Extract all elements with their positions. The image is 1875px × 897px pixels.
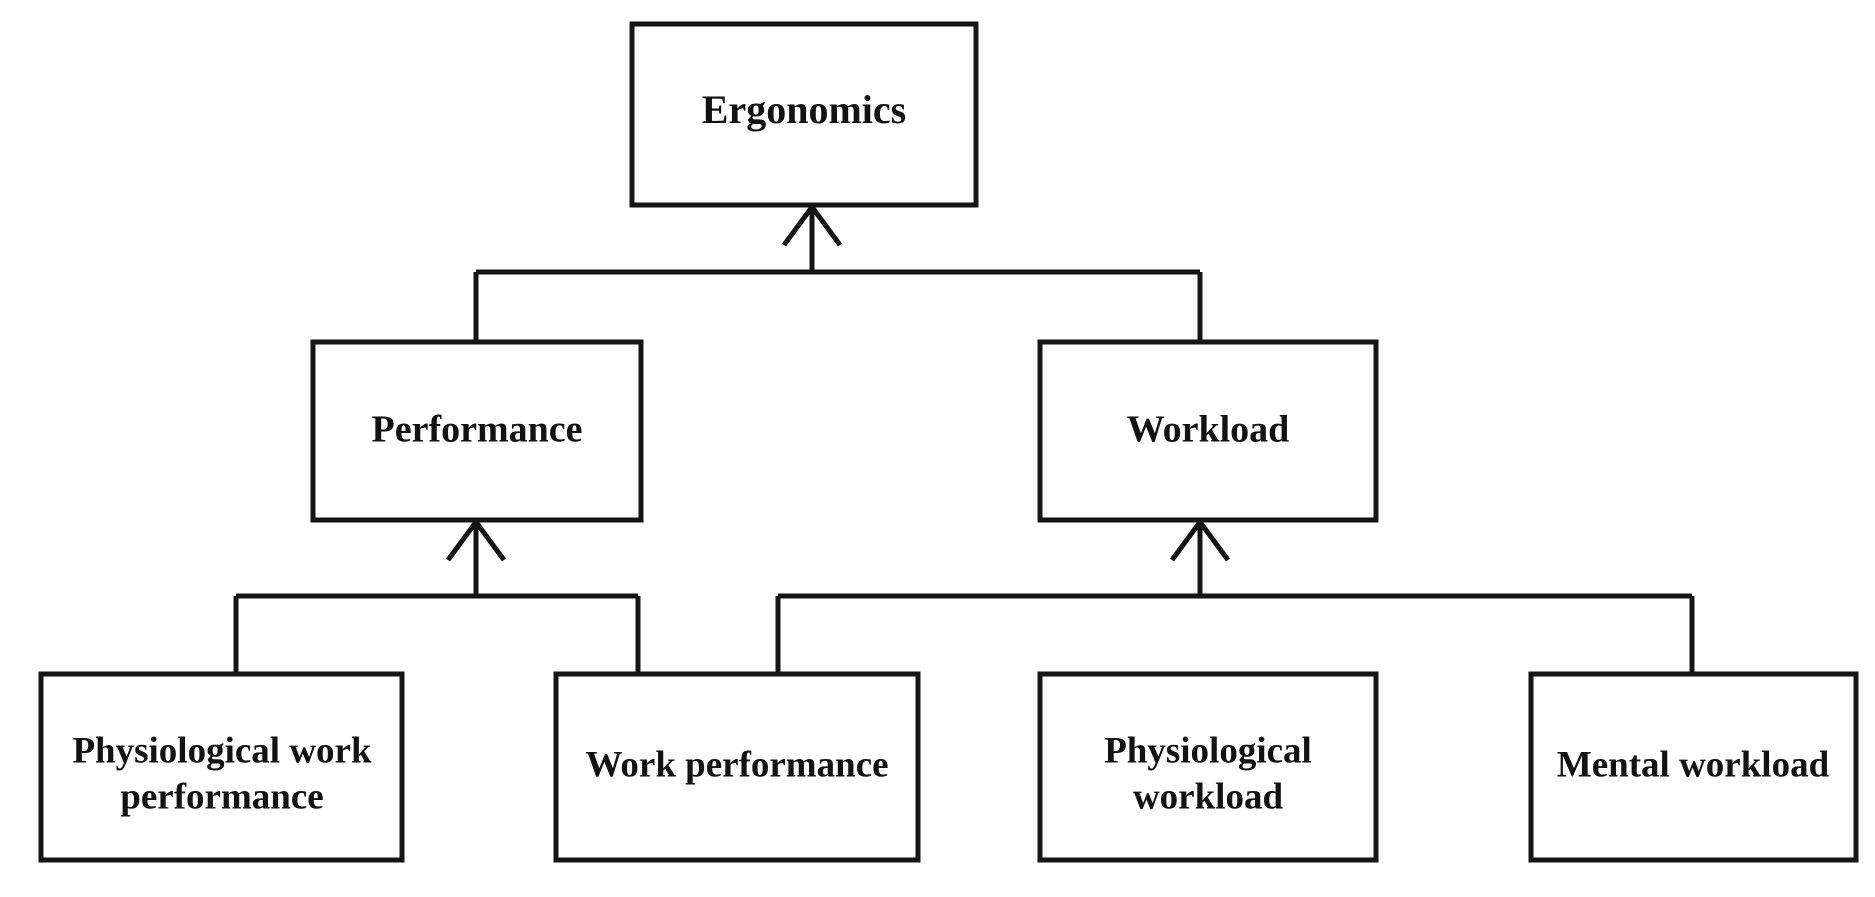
node-physiological-work-performance-box xyxy=(38,671,405,863)
node-workload-label: Workload xyxy=(1127,409,1290,451)
node-performance[interactable]: Performance xyxy=(310,339,644,523)
node-physiological-workload-label-line1: Physiological xyxy=(1104,730,1312,771)
node-ergonomics-label: Ergonomics xyxy=(702,87,906,132)
node-ergonomics[interactable]: Ergonomics xyxy=(629,21,979,208)
node-physiological-workload-box xyxy=(1037,671,1379,863)
node-workload[interactable]: Workload xyxy=(1037,339,1379,523)
node-work-performance-box xyxy=(553,671,921,863)
node-physiological-work-performance-label-line1: Physiological work xyxy=(72,730,372,771)
node-physiological-workload-label-line2: workload xyxy=(1133,776,1284,817)
node-mental-workload-box xyxy=(1528,671,1859,863)
node-ergonomics-box xyxy=(629,21,979,208)
node-mental-workload[interactable]: Mental workload xyxy=(1528,671,1859,863)
node-physiological-work-performance[interactable]: Physiological work performance xyxy=(38,671,405,863)
node-physiological-work-performance-label-line2: performance xyxy=(120,776,323,817)
node-workload-box xyxy=(1037,339,1379,523)
node-work-performance-label: Work performance xyxy=(585,744,888,785)
node-mental-workload-label: Mental workload xyxy=(1557,744,1830,785)
node-performance-box xyxy=(310,339,644,523)
node-physiological-workload[interactable]: Physiological workload xyxy=(1037,671,1379,863)
node-performance-label: Performance xyxy=(372,409,583,451)
node-work-performance[interactable]: Work performance xyxy=(553,671,921,863)
